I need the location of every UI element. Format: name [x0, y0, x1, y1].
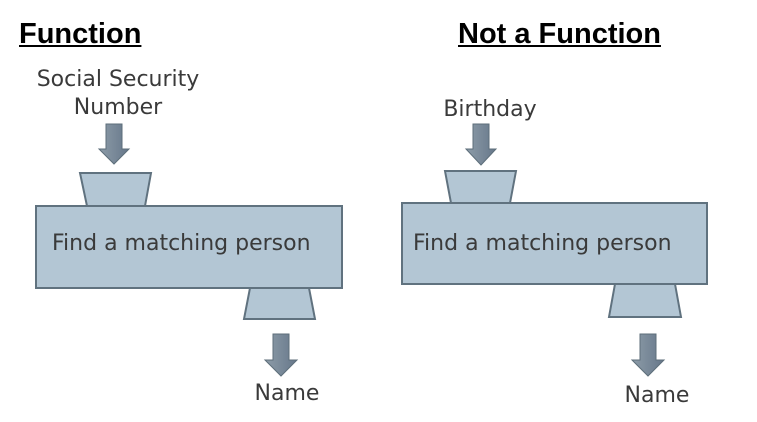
right-output-label: Name — [624, 383, 690, 408]
left-input-arrow — [97, 123, 131, 165]
right-output-chute — [607, 283, 683, 318]
right-output-arrow — [630, 333, 666, 377]
not-a-function-heading: Not a Function — [458, 18, 661, 50]
left-machine-box — [35, 205, 343, 289]
left-input-label-line1: Social Security — [36, 67, 200, 92]
left-input-hopper — [78, 172, 153, 207]
left-input-label-line2: Number — [73, 95, 163, 120]
right-input-hopper — [443, 170, 518, 204]
function-heading: Function — [19, 18, 142, 50]
left-machine-text: Find a matching person — [52, 231, 311, 256]
left-output-chute — [242, 287, 317, 320]
right-machine-box — [401, 202, 708, 285]
right-machine-text: Find a matching person — [413, 231, 672, 256]
right-input-arrow — [464, 123, 498, 166]
left-output-label: Name — [254, 381, 320, 406]
left-input-label: Social Security Number — [28, 66, 208, 122]
left-output-arrow — [263, 333, 299, 377]
right-input-label: Birthday — [443, 97, 537, 122]
